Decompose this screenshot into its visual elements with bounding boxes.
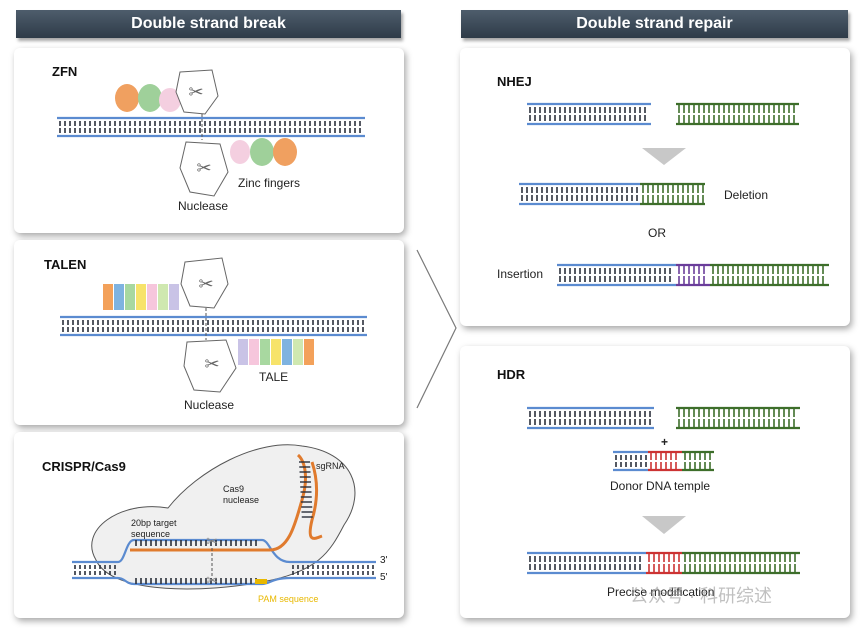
- svg-text:✂: ✂: [196, 158, 211, 178]
- talen-nuclease-label: Nuclease: [184, 398, 235, 412]
- double-strand-repair-header: Double strand repair: [461, 10, 848, 38]
- donor-insert: [648, 450, 682, 472]
- tale-label: TALE: [259, 370, 289, 384]
- talen-title: TALEN: [44, 257, 87, 272]
- donor-right: [682, 450, 714, 472]
- plus-sign: +: [661, 435, 669, 449]
- zfn-title: ZFN: [52, 64, 78, 79]
- talen-nuclease-top: ✂: [180, 257, 229, 309]
- precise-insert: [646, 551, 682, 575]
- scissors-icon: ✂: [188, 82, 203, 102]
- cas9-nuclease-label: Cas9 nuclease: [223, 484, 260, 505]
- deletion-right: [640, 182, 705, 206]
- deletion-left: [519, 182, 640, 206]
- crispr-dna: [72, 538, 376, 586]
- or-label: OR: [648, 226, 666, 240]
- tale-block: [103, 284, 113, 310]
- insertion-left: [557, 263, 676, 287]
- watermark: 公众号 · 科研综述: [630, 586, 772, 606]
- zfn-zinc-fingers-bottom: [230, 138, 297, 166]
- five-prime-label: 5': [380, 572, 388, 583]
- hdr-down-arrow: [642, 516, 686, 534]
- three-prime-label: 3': [380, 555, 388, 566]
- zfn-nuclease-top: ✂: [175, 69, 219, 115]
- nhej-broken-left: [527, 102, 651, 126]
- tale-block: [271, 339, 281, 365]
- tale-block: [260, 339, 270, 365]
- sgrna-stem: [299, 461, 313, 518]
- zfn-dna: [57, 116, 365, 138]
- crispr-bottom-strand-bubble: [117, 576, 291, 586]
- tale-block: [158, 284, 168, 310]
- nhej-broken-right: [676, 102, 799, 126]
- tale-block: [136, 284, 146, 310]
- pam-sequence-mark: [255, 579, 267, 584]
- zfn-zinc-fingers-top: [115, 84, 181, 112]
- nhej-down-arrow: [642, 148, 686, 165]
- hdr-title: HDR: [497, 367, 526, 382]
- zinc-fingers-label: Zinc fingers: [238, 176, 301, 190]
- precise-modification-label: Precise modification: [607, 585, 715, 599]
- sgrna-label: sgRNA: [316, 461, 345, 471]
- tale-block: [125, 284, 135, 310]
- tale-block: [304, 339, 314, 365]
- svg-text:✂: ✂: [206, 533, 218, 549]
- transition-arrow: [416, 249, 457, 409]
- tale-block: [293, 339, 303, 365]
- tale-block: [147, 284, 157, 310]
- hdr-dna: [527, 406, 800, 575]
- tale-block: [249, 339, 259, 365]
- zfn-nuclease-bottom: ✂: [179, 141, 229, 197]
- tale-block: [238, 339, 248, 365]
- tale-block: [114, 284, 124, 310]
- target-sequence-label: 20bp target sequence: [131, 518, 177, 539]
- crispr-top-strand-bubble: [117, 538, 291, 564]
- tale-block: [169, 284, 179, 310]
- donor-left: [613, 450, 648, 472]
- tale-block: [282, 339, 292, 365]
- precise-left: [527, 551, 646, 575]
- nhej-dna: [519, 102, 829, 287]
- pam-sequence-label: PAM sequence: [258, 594, 319, 604]
- talen-dna-strands: [60, 315, 367, 337]
- nhej-title: NHEJ: [497, 74, 532, 89]
- talen-nuclease-bottom: ✂: [183, 339, 237, 393]
- hdr-broken-left: [527, 406, 654, 430]
- talen-dna: [60, 315, 367, 337]
- zfn-dna-strands: [57, 116, 365, 138]
- deletion-label: Deletion: [724, 188, 769, 202]
- insertion-label: Insertion: [497, 267, 544, 281]
- zfn-nuclease-label: Nuclease: [178, 199, 229, 213]
- svg-text:✂: ✂: [206, 572, 218, 588]
- insertion-added: [676, 263, 710, 287]
- svg-text:✂: ✂: [198, 274, 213, 294]
- crispr-dna-left: [72, 560, 118, 580]
- double-strand-break-header: Double strand break: [16, 10, 401, 38]
- insertion-right: [710, 263, 829, 287]
- tale-blocks-bottom: [238, 339, 314, 365]
- cas9-blob: [91, 444, 356, 590]
- tale-blocks-top: [103, 284, 179, 310]
- hdr-broken-right: [676, 406, 800, 430]
- sgrna-strand: [130, 453, 323, 552]
- donor-dna-label: Donor DNA temple: [610, 479, 711, 493]
- precise-right: [682, 551, 800, 575]
- crispr-dna-right: [290, 560, 376, 580]
- crispr-title: CRISPR/Cas9: [42, 459, 126, 474]
- svg-text:✂: ✂: [204, 354, 219, 374]
